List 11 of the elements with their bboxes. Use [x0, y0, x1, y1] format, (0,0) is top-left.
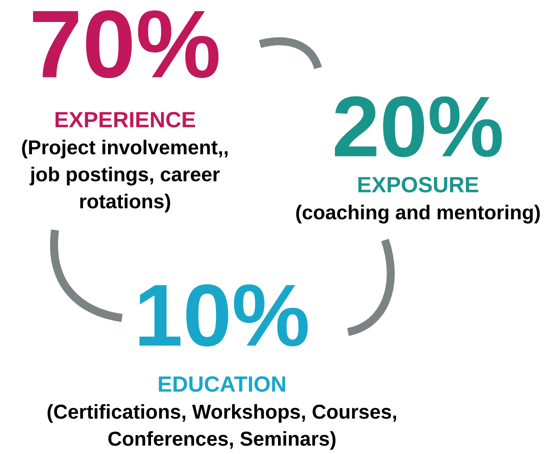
- arc-connector: [346, 238, 395, 336]
- category-heading: EDUCATION: [158, 376, 286, 392]
- description: (Project involvement,, job postings, career rotations): [22, 140, 228, 212]
- arc-connector: [50, 230, 123, 322]
- percentage: 10%: [139, 284, 308, 346]
- description: (coaching and mentoring): [296, 204, 540, 224]
- category-heading: EXPERIENCE: [56, 112, 196, 128]
- percentage: 70%: [33, 10, 218, 78]
- percentage: 20%: [334, 96, 502, 158]
- description: (Certifications, Workshops, Courses, Conferences, Seminars): [48, 404, 396, 450]
- category-heading: EXPOSURE: [358, 176, 478, 192]
